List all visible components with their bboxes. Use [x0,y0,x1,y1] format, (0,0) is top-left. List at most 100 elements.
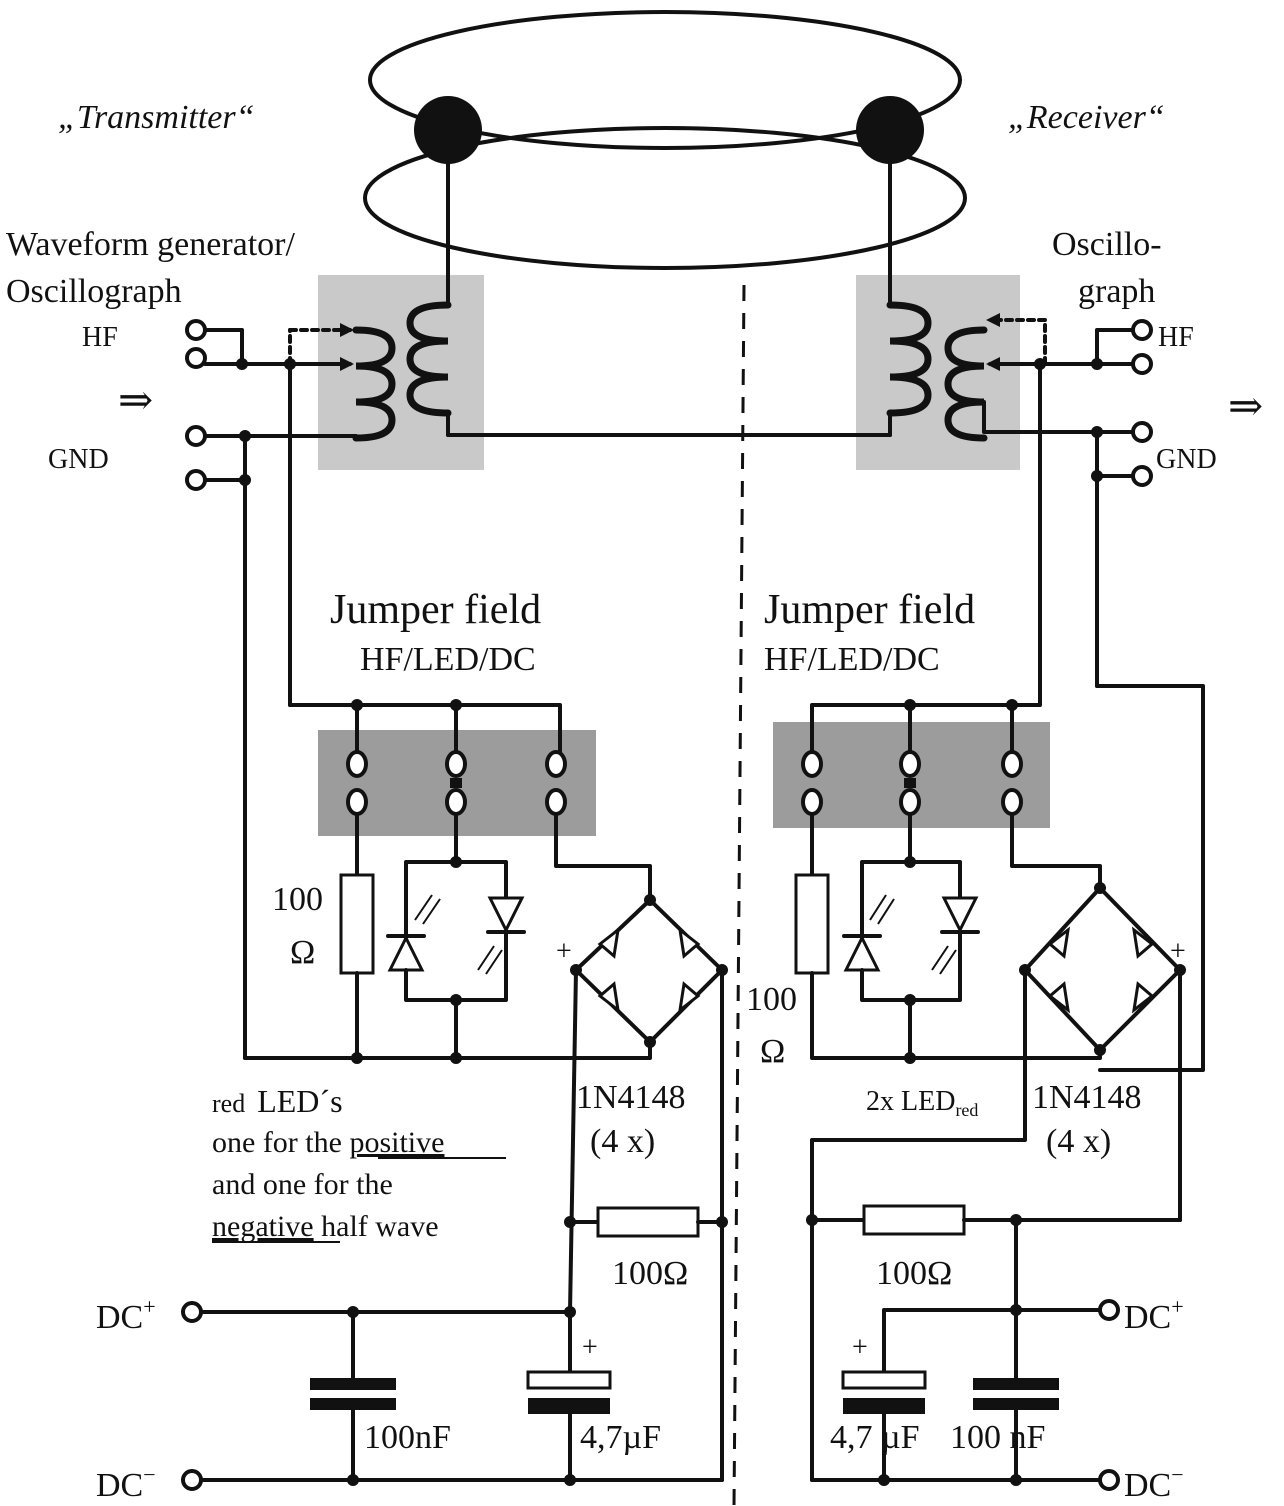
label-jumper-sub-right: HF/LED/DC [764,641,940,678]
terminal-dc-minus-left[interactable] [181,1469,203,1491]
separator-dashed-line [732,284,746,1506]
label-oscillograph-right-2: graph [1078,273,1155,310]
label-jumper-field-right: Jumper field [764,587,975,633]
label-bridge-plus-left: + [556,936,572,967]
terminal-gnd-left-a[interactable] [185,425,207,447]
diode-bridge-right [810,882,1186,1482]
terminal-gnd-right-a[interactable] [1131,421,1153,443]
coil-secondary-left [406,301,452,417]
left-io-wiring [185,319,358,1060]
terminal-hf-left-b[interactable] [185,347,207,369]
arrow-in-icon: ⇒ [118,378,153,424]
resistor-100-left [339,873,375,1064]
svg-text:negative half wave: negative half wave [212,1210,439,1243]
loop-antenna [363,10,967,270]
right-io-wiring [982,319,1205,1072]
label-dc-plus-left: DC+ [96,1294,156,1336]
label-oscillograph-left: Oscillograph [6,273,182,310]
svg-text:and one for the: and one for the [212,1168,393,1201]
label-transmitter: „Transmitter“ [58,99,255,136]
svg-text:red LED´s: red LED´s [212,1083,343,1119]
label-diode-left-count: (4 x) [590,1123,655,1160]
label-led-right: 2x LEDred [866,1086,978,1120]
label-diode-right-count: (4 x) [1046,1123,1111,1160]
terminal-dc-plus-right[interactable] [1098,1299,1120,1321]
capacitor-100nf-right [973,1378,1059,1390]
label-gnd-left: GND [48,444,109,475]
loop-feed-left-node [414,96,482,164]
label-diode-right-type: 1N4148 [1032,1079,1142,1116]
arrow-out-icon: ⇒ [1228,384,1263,430]
label-waveform-generator: Waveform generator/ [6,226,296,263]
loop-feed-right-node [856,96,924,164]
diode-icon [1131,926,1155,959]
led-pair-right [842,856,980,1064]
capacitor-elko-right [841,1370,927,1390]
label-receiver: „Receiver“ [1008,99,1165,136]
label-res-left-value: 100 [272,881,323,918]
terminal-dc-minus-right[interactable] [1098,1469,1120,1491]
terminal-gnd-left-b[interactable] [185,469,207,491]
label-jumper-field-left: Jumper field [330,587,541,633]
diode-icon [677,926,701,959]
diode-icon [597,926,621,959]
led-icon [487,896,525,934]
label-hf-right: HF [1158,322,1194,353]
label-cap-elko-left: 4,7µF [580,1419,661,1456]
coil-primary-right [944,326,988,442]
label-dc-plus-right: DC+ [1124,1294,1184,1336]
capacitor-100nf-left [310,1378,396,1390]
label-dc-minus-left: DC− [96,1462,156,1504]
terminal-hf-left-a[interactable] [185,319,207,341]
led-note: red LED´s one for the positive and one f… [212,1083,506,1243]
coil-secondary-right [886,301,932,417]
terminal-hf-right-a[interactable] [1131,319,1153,341]
transformer-right-shade [856,275,1020,470]
label-cap-elko-right: 4,7 µF [830,1419,920,1456]
label-filter-res-right: 100Ω [876,1255,952,1292]
led-pair-left [386,856,526,1064]
jumper-pins-right[interactable] [801,750,1023,816]
transformer-left [288,148,452,442]
capacitor-elko-left [526,1370,612,1390]
label-cap-elko-left-plus: + [582,1332,598,1363]
label-cap-elko-right-plus: + [852,1332,868,1363]
label-oscillograph-right-1: Oscillo- [1052,226,1162,263]
resistor-100-right [794,873,912,1060]
diode-icon [1047,981,1071,1014]
label-res-right-value: 100 [746,981,797,1018]
label-cap-100nf-left: 100nF [364,1419,451,1456]
diode-icon [1131,981,1155,1014]
transformer-left-shade [318,275,484,470]
diode-icon [677,981,701,1014]
led-icon [843,934,881,972]
terminal-dc-plus-left[interactable] [181,1301,203,1323]
diode-icon [1047,926,1071,959]
diode-icon [597,981,621,1014]
label-jumper-sub-left: HF/LED/DC [360,641,536,678]
label-res-left-unit: Ω [290,934,315,971]
svg-text:one for the positive: one for the positive [212,1126,444,1159]
coil-primary-left [352,326,396,442]
filter-right [806,1204,1182,1491]
label-dc-minus-right: DC− [1124,1462,1184,1504]
jumper-pins-left[interactable] [346,750,567,816]
label-gnd-right: GND [1156,444,1217,475]
label-filter-res-left: 100Ω [612,1255,688,1292]
filter-resistor-left [596,1206,700,1238]
terminal-gnd-right-b[interactable] [1131,465,1153,487]
label-bridge-plus-right: + [1170,936,1186,967]
label-cap-100nf-right: 100 nF [950,1419,1045,1456]
led-icon [387,934,425,972]
jumper-field-right [773,699,1102,890]
filter-resistor-right [862,1204,966,1236]
filter-left [181,1206,728,1491]
led-icon [941,896,979,934]
label-res-right-unit: Ω [760,1033,785,1070]
transformer-right [886,148,1047,442]
jumper-field-left [288,699,652,902]
label-hf-left: HF [82,322,118,353]
terminal-hf-right-b[interactable] [1131,353,1153,375]
label-diode-left-type: 1N4148 [576,1079,686,1116]
